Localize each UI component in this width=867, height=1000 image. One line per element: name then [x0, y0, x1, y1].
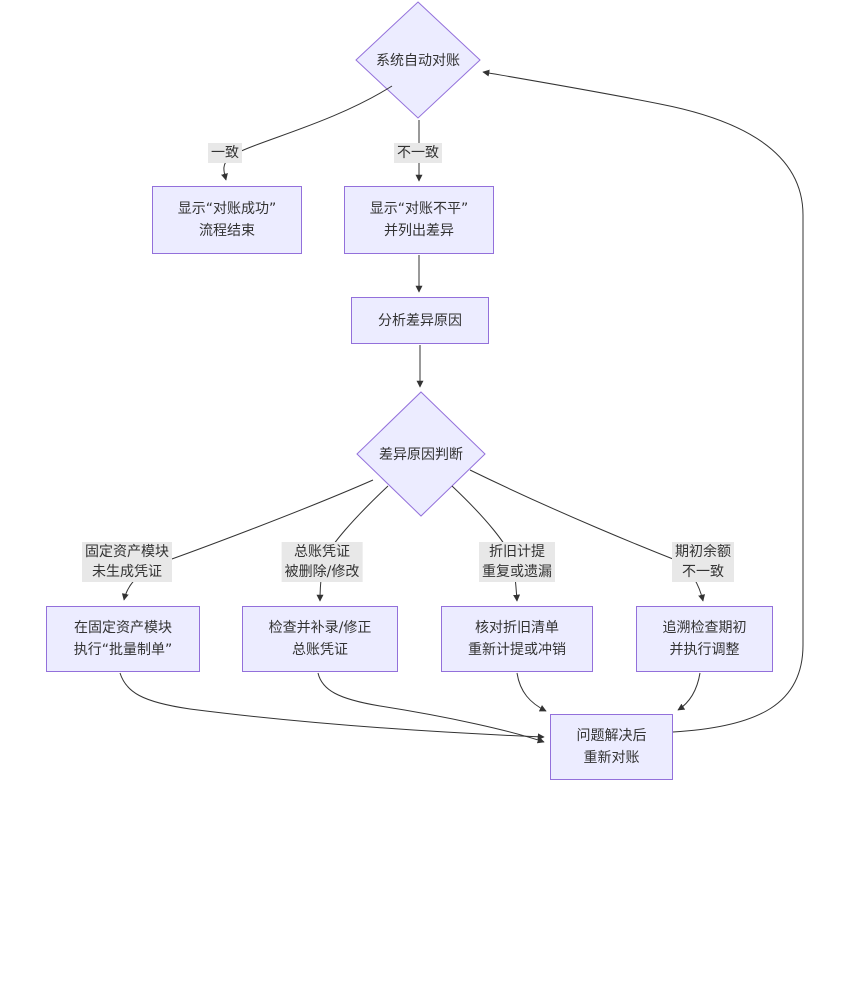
edge-label-reason-general-ledger: 总账凭证 被删除/修改 — [281, 542, 363, 582]
edge-reason-open — [469, 469, 705, 602]
edge-open-to-redo — [677, 672, 701, 711]
edge-fa-to-redo — [119, 672, 545, 741]
edge-label-reason-fixed-assets: 固定资产模块 未生成凭证 — [82, 542, 172, 582]
edge-label-inconsistent: 不一致 — [394, 143, 442, 163]
edge-label-reason-depreciation: 折旧计提 重复或遗漏 — [479, 542, 555, 582]
edge-gl-to-redo — [317, 672, 545, 744]
node-fix-fixed-assets: 在固定资产模块 执行“批量制单” — [46, 606, 200, 672]
edge-label-reason-opening-balance: 期初余额 不一致 — [672, 542, 734, 582]
node-show-success: 显示“对账成功” 流程结束 — [152, 186, 302, 254]
edge-reason-fa — [121, 479, 374, 601]
node-redo-reconcile: 问题解决后 重新对账 — [550, 714, 673, 780]
edge-label-consistent: 一致 — [208, 143, 242, 163]
edge-consistent — [221, 85, 393, 181]
edge-dep-to-redo — [516, 672, 547, 712]
node-analyze-reason: 分析差异原因 — [351, 297, 489, 344]
node-fix-opening-balance: 追溯检查期初 并执行调整 — [636, 606, 773, 672]
diamond-start-label: 系统自动对账 — [376, 53, 460, 69]
edge-redo-to-start — [482, 69, 804, 733]
diamond-decision-label: 差异原因判断 — [379, 447, 463, 463]
node-fix-general-ledger: 检查并补录/修正 总账凭证 — [242, 606, 398, 672]
node-fix-depreciation: 核对折旧清单 重新计提或冲销 — [441, 606, 593, 672]
diamond-difference-reason — [356, 391, 486, 517]
node-show-mismatch: 显示“对账不平” 并列出差异 — [344, 186, 494, 254]
